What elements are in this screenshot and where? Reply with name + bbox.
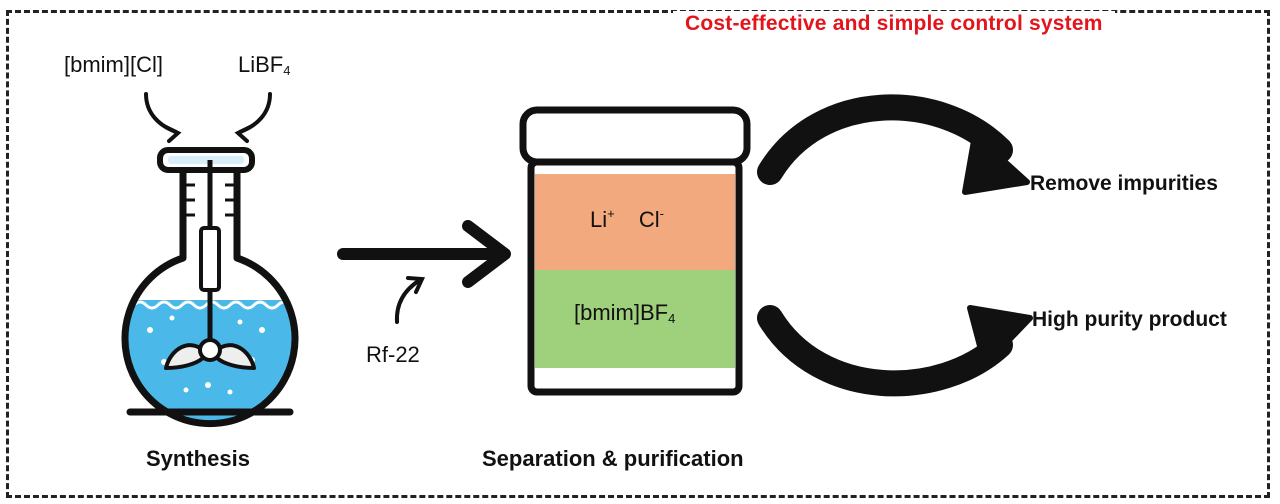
output-label-product: High purity product xyxy=(1032,308,1227,331)
reagent-label-libf4: LiBF4 xyxy=(238,52,291,78)
top-layer xyxy=(535,174,735,270)
gas-arrow xyxy=(394,276,426,324)
reagent-arrow-right xyxy=(234,92,272,143)
synthesis-label: Synthesis xyxy=(146,446,250,471)
reagent-label-bmim-cl: [bmim][Cl] xyxy=(64,52,163,77)
output-arrow-top xyxy=(757,94,1013,185)
reagent-arrow-left xyxy=(144,92,182,143)
flask-icon xyxy=(121,147,299,428)
output-arrow-top-head xyxy=(962,132,1030,195)
process-arrow xyxy=(337,220,511,288)
output-arrow-bottom-head xyxy=(967,305,1033,368)
diagram-title: Cost-effective and simple control system xyxy=(673,11,1115,37)
gas-label: Rf-22 xyxy=(366,342,420,367)
output-label-impurities: Remove impurities xyxy=(1030,172,1218,195)
bottom-layer xyxy=(535,270,735,368)
separation-label: Separation & purification xyxy=(482,446,744,471)
top-layer-ions: Li+ Cl- xyxy=(590,206,664,232)
output-arrow-bottom xyxy=(757,305,1013,397)
dashed-frame: Cost-effective and simple control system xyxy=(6,10,1270,498)
bottom-layer-label: [bmim]BF4 xyxy=(574,300,676,326)
separation-container xyxy=(519,106,751,396)
